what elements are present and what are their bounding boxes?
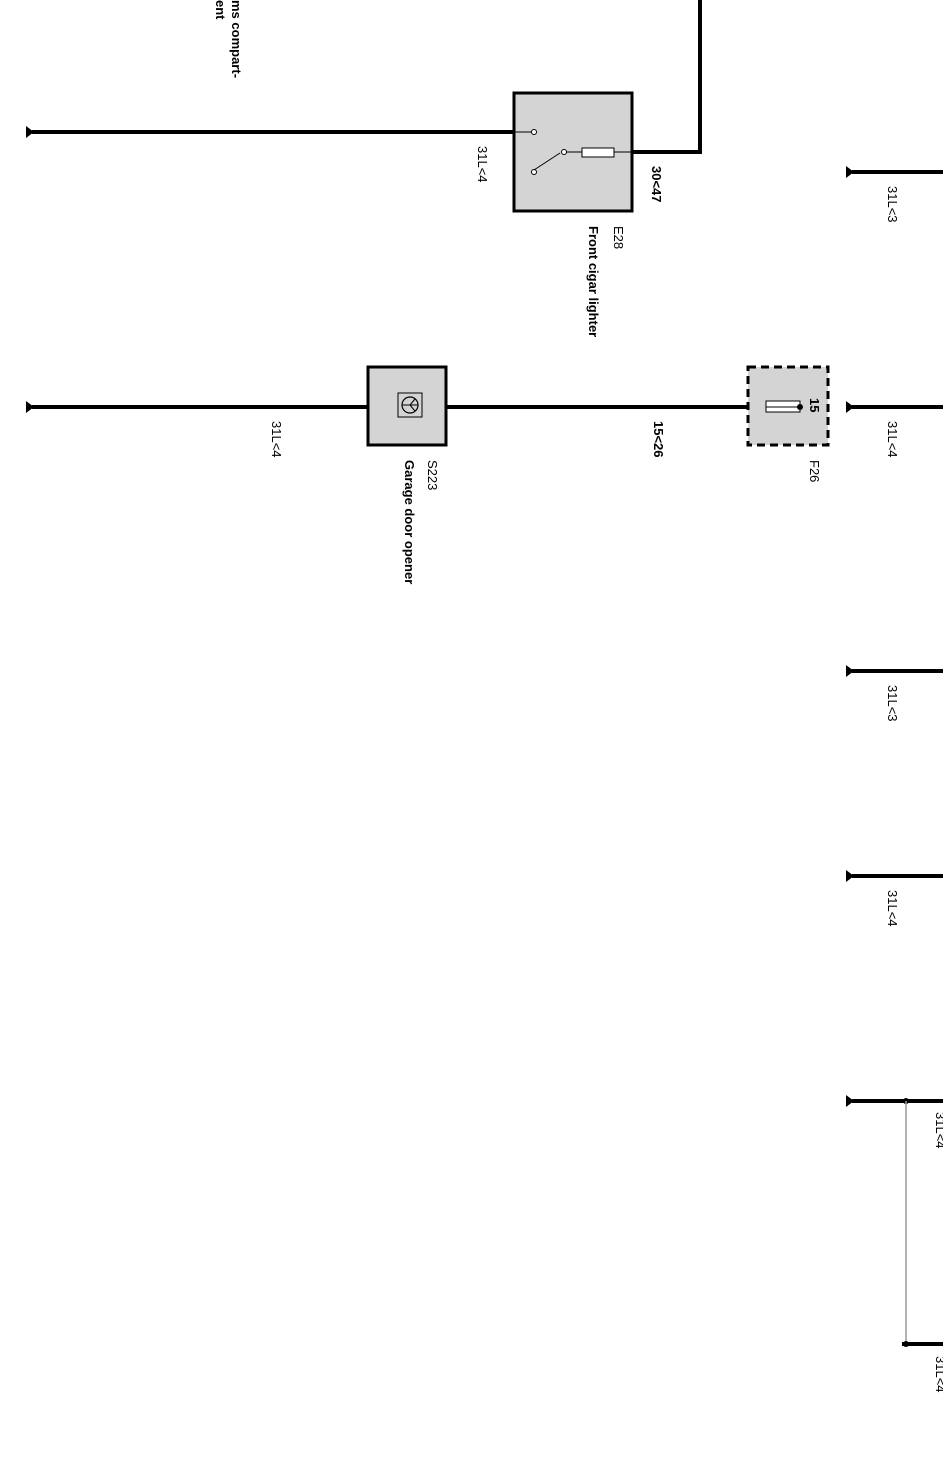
ground-terminal-right-3	[846, 665, 854, 677]
right-terminals: 31L<3 31L<4 31L<3 31L<4 31L<4 31L<4	[846, 166, 943, 1393]
partial-top-label: ms compart- ent	[213, 0, 244, 78]
terminal-label-right-6: 31L<4	[933, 1356, 943, 1393]
wire-label-s223-left: 31L<4	[269, 421, 284, 458]
ground-terminal-right-5	[846, 1095, 854, 1107]
garage-door-opener-icon	[397, 392, 423, 418]
circuit-e28: 31L<4 30<47 E28 Front cigar lighter	[26, 0, 702, 337]
terminal-label-right-5: 31L<4	[933, 1112, 943, 1149]
component-code-s223: S223	[425, 460, 440, 490]
cigar-lighter-symbol	[514, 129, 632, 175]
ground-terminal-left-s223	[26, 401, 34, 413]
component-code-e28: E28	[611, 226, 626, 249]
splice-dot-6	[903, 1341, 909, 1347]
partial-top-label-line2: ent	[213, 0, 228, 20]
ground-terminal-right-1	[846, 166, 854, 178]
fuse-symbol-f26	[765, 400, 803, 413]
ground-terminal-right-4	[846, 870, 854, 882]
component-name-s223: Garage door opener	[402, 460, 417, 584]
fuse-code-f26: F26	[807, 460, 822, 482]
terminal-label-right-1: 31L<3	[885, 186, 900, 223]
terminal-label-right-4: 31L<4	[885, 890, 900, 927]
partial-top-label-line1: ms compart-	[229, 0, 244, 78]
circuit-s223: 31L<4 S223 Garage door opener 15<26 15 F…	[26, 365, 830, 584]
ground-terminal-left-e28	[26, 126, 34, 138]
fuse-pin-f26: 15	[807, 398, 822, 412]
fuse-box-f26	[746, 365, 830, 447]
terminal-label-right-2: 31L<4	[885, 421, 900, 458]
component-name-e28: Front cigar lighter	[586, 226, 601, 337]
wire-label-e28-right: 30<47	[649, 166, 664, 203]
wire-e28-right	[632, 0, 702, 154]
wire-label-e28-left: 31L<4	[475, 146, 490, 183]
wire-label-s223-right: 15<26	[651, 421, 666, 458]
terminal-label-right-3: 31L<3	[885, 685, 900, 722]
ground-terminal-right-2	[846, 401, 854, 413]
